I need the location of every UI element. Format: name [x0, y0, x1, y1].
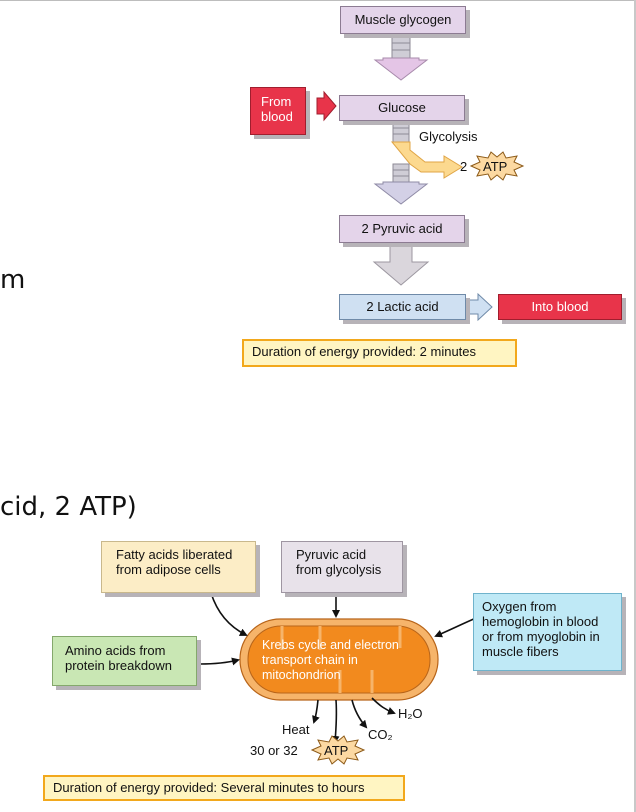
- mitochondrion-label: Krebs cycle and electron transport chain…: [262, 638, 399, 683]
- top-border: [0, 0, 636, 1]
- h2o-label: H₂O: [398, 706, 423, 721]
- glucose-to-pyruvic-arrow: [373, 121, 463, 205]
- muscle-glycogen-box: Muscle glycogen: [340, 6, 466, 34]
- pyruvic-to-lactic-arrow: [372, 242, 430, 286]
- right-border: [634, 0, 636, 812]
- mitochondrion-shape: [239, 618, 439, 701]
- h2o-arrow: [371, 697, 396, 715]
- atp-label: ATP: [483, 159, 508, 174]
- fatty-acids-box: Fatty acids liberated from adipose cells: [101, 541, 256, 593]
- atp-output-arrow: [331, 699, 340, 744]
- glucose-box: Glucose: [339, 95, 465, 121]
- from-blood-arrow: [316, 90, 337, 122]
- aerobic-duration-box: Duration of energy provided: Several min…: [43, 775, 405, 801]
- fatty-acids-arrow: [210, 592, 248, 636]
- lactic-acid-box: 2 Lactic acid: [339, 294, 466, 320]
- co2-arrow: [351, 699, 368, 729]
- oxygen-box: Oxygen from hemoglobin in blood or from …: [473, 593, 622, 671]
- into-blood-box: Into blood: [498, 294, 622, 320]
- anaerobic-duration-box: Duration of energy provided: 2 minutes: [242, 339, 517, 367]
- pyruvic-glycolysis-box: Pyruvic acid from glycolysis: [281, 541, 403, 593]
- amino-acids-arrow: [199, 657, 240, 666]
- atp-burst-icon: [310, 735, 366, 765]
- amino-acids-box: Amino acids from protein breakdown: [52, 636, 197, 686]
- glycogen-to-glucose-arrow: [373, 35, 429, 81]
- atp-label: ATP: [324, 743, 349, 758]
- slide-text-fragment: m: [0, 265, 26, 295]
- lactic-to-blood-arrow: [465, 292, 493, 322]
- oxygen-arrow: [434, 617, 477, 638]
- co2-label: CO₂: [368, 727, 393, 742]
- atp-burst-icon: [469, 151, 525, 181]
- mitochondrion-label-line: transport chain in: [262, 653, 358, 667]
- atp-count-label: 2: [460, 159, 468, 174]
- heat-label: Heat: [282, 722, 310, 737]
- atp-count-label: 30 or 32: [250, 743, 298, 758]
- mitochondrion-label-line: Krebs cycle and electron: [262, 638, 399, 652]
- pyruvic-acid-box: 2 Pyruvic acid: [339, 215, 465, 243]
- mitochondrion-label-line: mitochondrion: [262, 668, 341, 682]
- glycolysis-label: Glycolysis: [419, 129, 478, 144]
- slide-text-fragment: cid, 2 ATP): [0, 492, 137, 522]
- from-blood-box: From blood: [250, 87, 306, 135]
- heat-arrow: [312, 699, 320, 724]
